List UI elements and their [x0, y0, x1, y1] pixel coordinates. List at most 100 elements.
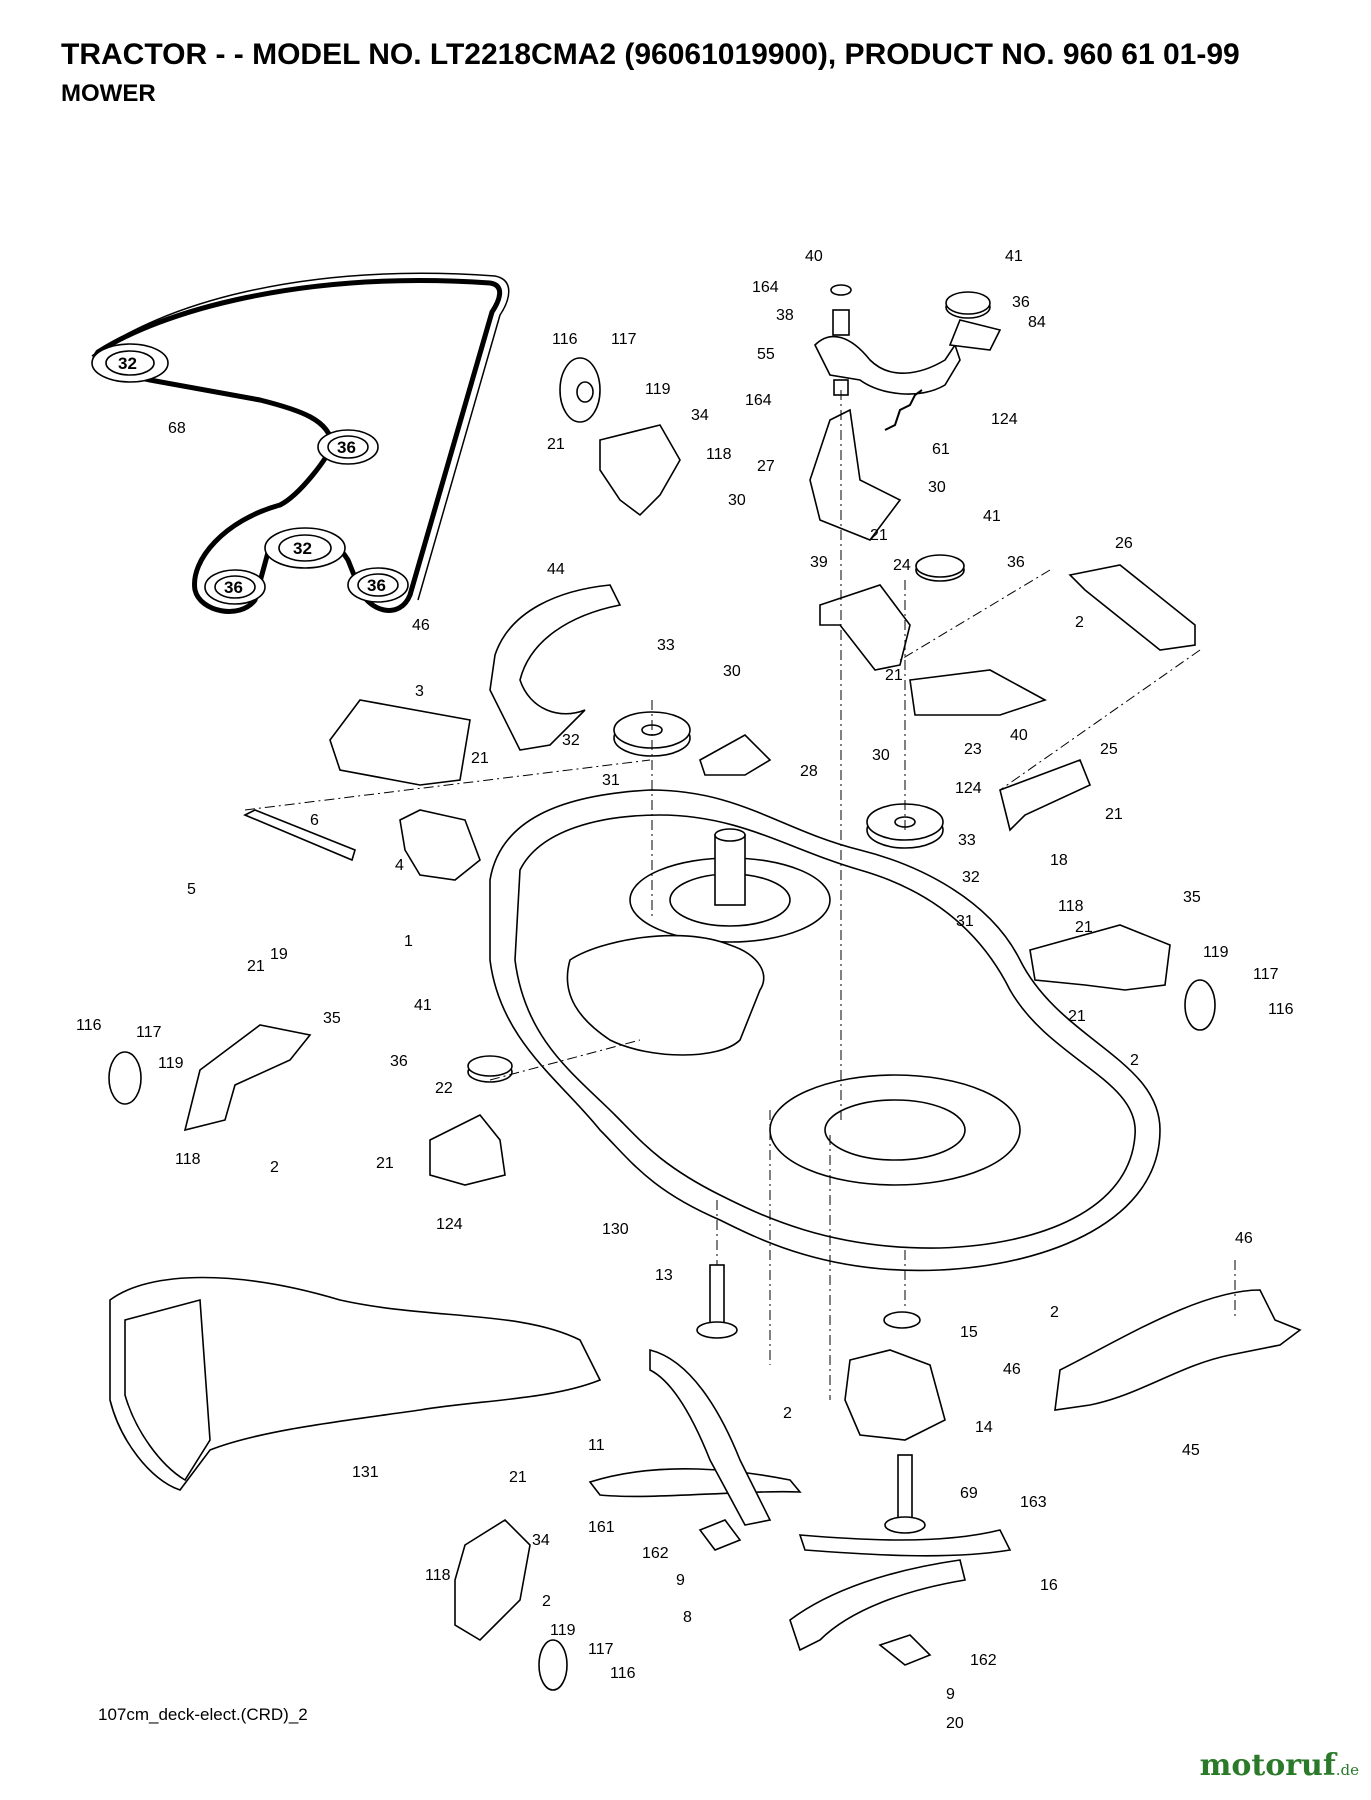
callout: 68 [168, 420, 186, 437]
callout: 30 [872, 747, 890, 764]
belt-pulley-36-left: 36 [204, 569, 266, 605]
callout: 18 [1050, 852, 1068, 869]
belt-pulley-label: 36 [224, 578, 243, 597]
callout: 11 [588, 1437, 605, 1454]
callout: 117 [1253, 966, 1279, 983]
callout: 117 [136, 1024, 162, 1041]
blade-adapter-162-a [698, 1519, 742, 1551]
callout: 119 [645, 381, 671, 398]
callout: 30 [723, 663, 741, 680]
callout: 33 [958, 832, 976, 849]
gauge-wheel-117-right [1184, 979, 1216, 1031]
callout: 21 [547, 436, 565, 453]
callout: 1 [404, 933, 413, 950]
callout: 40 [1010, 727, 1028, 744]
callout: 164 [745, 392, 772, 409]
blade-161 [588, 1468, 802, 1498]
callout: 124 [991, 411, 1018, 428]
callout: 31 [602, 772, 620, 789]
callout: 45 [1182, 1442, 1200, 1459]
blade-adapter-162-b [878, 1634, 932, 1666]
callout: 164 [752, 279, 779, 296]
callout: 41 [1005, 248, 1023, 265]
blade-16 [789, 1559, 966, 1652]
callout: 21 [870, 527, 888, 544]
callout: 21 [376, 1155, 394, 1172]
bracket-24 [819, 584, 911, 671]
callout: 21 [885, 667, 903, 684]
bracket-22 [429, 1113, 506, 1186]
belt-pulley-label: 32 [293, 539, 312, 558]
bracket-3 [329, 699, 471, 786]
callout: 163 [1020, 1494, 1047, 1511]
belt-routing-diagram: 32 36 32 36 36 [91, 272, 510, 614]
gauge-wheel-bracket-34-top [599, 424, 681, 517]
callout: 116 [610, 1665, 636, 1682]
belt-guard-44 [489, 584, 622, 751]
page-title: TRACTOR - - MODEL NO. LT2218CMA2 (960610… [61, 38, 1240, 71]
belt-pulley-32-center: 32 [264, 527, 346, 569]
callout: 21 [1068, 1008, 1086, 1025]
callout: 6 [310, 812, 319, 829]
bracket-4 [399, 809, 481, 881]
callout: 33 [657, 637, 675, 654]
callout: 22 [435, 1080, 453, 1097]
callout: 41 [983, 508, 1001, 525]
callout: 124 [436, 1216, 463, 1233]
rod-6 [243, 809, 356, 862]
callout: 84 [1028, 314, 1046, 331]
callout: 35 [323, 1010, 341, 1027]
callout: 30 [728, 492, 746, 509]
callout: 32 [962, 869, 980, 886]
callout: 36 [390, 1053, 408, 1070]
callout: 124 [955, 780, 982, 797]
bracket-25 [999, 758, 1092, 832]
spindle-69 [884, 1454, 926, 1534]
callout: 116 [1268, 1001, 1294, 1018]
callout: 2 [1130, 1052, 1139, 1069]
callout: 15 [960, 1324, 978, 1341]
callout: 118 [1058, 898, 1084, 915]
belt-pulley-36-upper: 36 [317, 429, 379, 465]
callout: 116 [552, 331, 578, 348]
callout: 27 [757, 458, 775, 475]
blade-11 [649, 1348, 772, 1526]
spring-61 [884, 389, 923, 431]
callout: 119 [158, 1055, 184, 1072]
watermark-main: motoruf [1199, 1748, 1336, 1783]
bracket-26 [1068, 564, 1196, 651]
callout: 131 [352, 1464, 379, 1481]
bracket-28 [699, 734, 772, 776]
callout: 2 [1050, 1304, 1059, 1321]
callout: 116 [76, 1017, 102, 1034]
callout: 69 [960, 1485, 978, 1502]
belt-pulley-label: 36 [367, 576, 386, 595]
discharge-chute-131 [109, 1276, 602, 1491]
belt-pulley-32-top: 32 [91, 343, 169, 383]
callout: 2 [783, 1405, 792, 1422]
drawing-code: 107cm_deck-elect.(CRD)_2 [98, 1705, 308, 1724]
callout: 2 [270, 1159, 279, 1176]
idler-pulley-36-mid [915, 554, 965, 582]
callout: 119 [550, 1622, 576, 1639]
bracket-23 [909, 669, 1047, 716]
callout: 2 [1075, 614, 1084, 631]
callout: 5 [187, 881, 196, 898]
callout: 4 [395, 857, 404, 874]
belt-pulley-36-right: 36 [347, 567, 409, 603]
callout: 34 [691, 407, 709, 424]
callout: 119 [1203, 944, 1229, 961]
bracket-35-left [183, 1024, 312, 1132]
callout: 21 [509, 1469, 527, 1486]
callout: 55 [757, 346, 775, 363]
callout: 16 [1040, 1577, 1058, 1594]
callout: 21 [247, 958, 265, 975]
callout: 13 [655, 1267, 673, 1284]
callout: 118 [175, 1151, 201, 1168]
callout: 28 [800, 763, 818, 780]
callout: 20 [946, 1715, 964, 1732]
spindle-housing-14 [844, 1311, 946, 1441]
idler-bracket-27 [809, 408, 902, 541]
callout: 19 [270, 946, 288, 963]
